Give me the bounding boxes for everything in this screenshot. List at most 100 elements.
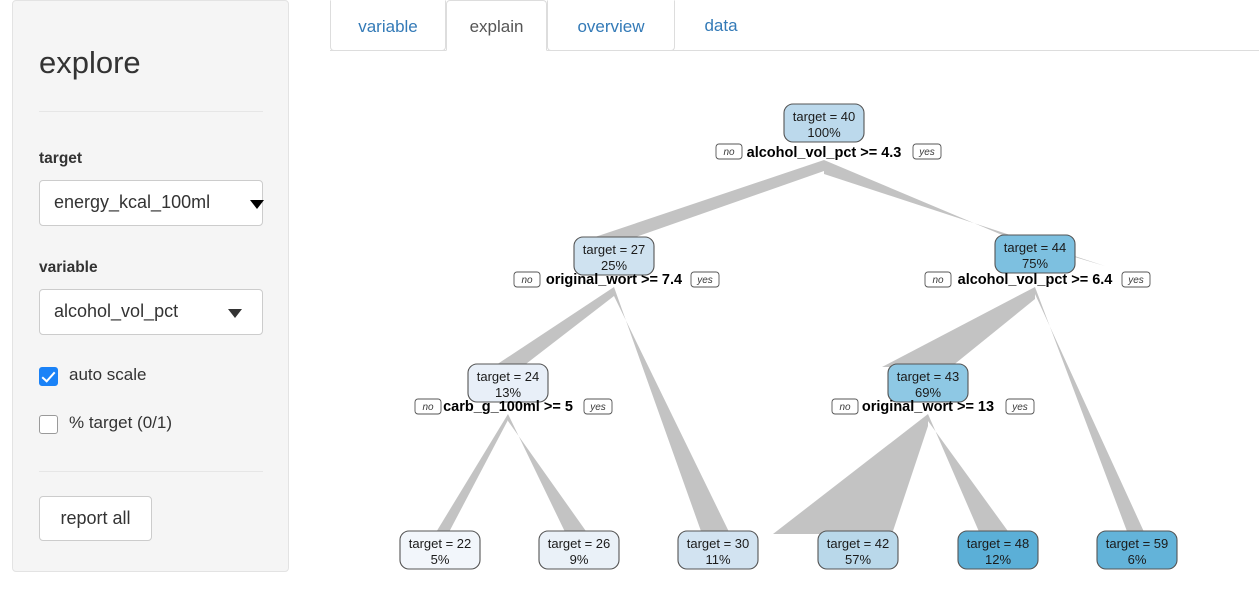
split-rule: original_wort >= 7.4 <box>546 272 682 288</box>
node-value: target = 43 <box>897 369 960 384</box>
no-badge-box <box>513 271 541 288</box>
report-all-button[interactable]: report all <box>39 496 152 541</box>
yes-badge-box <box>583 398 613 415</box>
no-badge-box <box>831 398 859 415</box>
node-pct: 75% <box>1022 256 1048 271</box>
pct-target-label: % target (0/1) <box>69 413 172 432</box>
tab-bar-underline <box>330 50 1259 51</box>
node-value: target = 44 <box>1004 240 1067 255</box>
node-value: target = 26 <box>548 536 611 551</box>
tree-svg: target = 40 100% no alcohol_vol_pct >= 4… <box>399 103 1178 570</box>
node-value: target = 59 <box>1106 536 1169 551</box>
decision-tree-plot: target = 40 100% no alcohol_vol_pct >= 4… <box>330 51 1259 592</box>
node-box <box>677 530 759 570</box>
node-box <box>538 530 620 570</box>
no-badge-box <box>414 398 442 415</box>
split-rule: alcohol_vol_pct >= 4.3 <box>747 145 902 161</box>
edge-root-to-n2 <box>586 160 824 240</box>
split-rule: original_wort >= 13 <box>862 399 994 415</box>
divider-top <box>39 111 263 112</box>
edge-n5-to-l4 <box>773 414 928 534</box>
yes-badge-label: yes <box>589 402 606 413</box>
tree-leaf-l2[interactable]: target = 26 9% <box>538 530 620 570</box>
node-pct: 6% <box>1128 552 1147 567</box>
node-pct: 25% <box>601 258 627 273</box>
yes-badge-label: yes <box>918 147 935 158</box>
node-pct: 13% <box>495 385 521 400</box>
yes-badge-box <box>1005 398 1035 415</box>
no-badge-label: no <box>723 147 735 158</box>
edge-n4-to-l1 <box>435 414 508 534</box>
tree-node-n4[interactable]: target = 24 13% no carb_g_100ml >= 5 yes <box>414 363 613 415</box>
explore-sidebar: explore target energy_kcal_100ml variabl… <box>12 0 289 572</box>
node-box <box>783 103 865 143</box>
tree-leaf-l6[interactable]: target = 59 6% <box>1096 530 1178 570</box>
variable-select[interactable]: alcohol_vol_pct <box>39 289 263 335</box>
tree-leaf-l5[interactable]: target = 48 12% <box>957 530 1039 570</box>
tree-leaf-l4[interactable]: target = 42 57% <box>817 530 899 570</box>
no-badge-label: no <box>422 402 434 413</box>
auto-scale-checkbox[interactable] <box>39 367 58 386</box>
node-pct: 9% <box>570 552 589 567</box>
yes-badge-label: yes <box>1011 402 1028 413</box>
tab-variable[interactable]: variable <box>330 0 446 51</box>
node-pct: 11% <box>705 552 730 567</box>
node-box <box>467 363 549 403</box>
no-badge-label: no <box>521 275 533 286</box>
node-value: target = 24 <box>477 369 540 384</box>
node-pct: 5% <box>431 552 450 567</box>
node-value: target = 22 <box>409 536 472 551</box>
node-box <box>1096 530 1178 570</box>
edge-n5-to-l5 <box>928 414 1010 534</box>
target-select[interactable]: energy_kcal_100ml <box>39 180 264 226</box>
tree-node-n2[interactable]: target = 27 25% no original_wort >= 7.4 … <box>513 236 720 288</box>
node-box <box>399 530 481 570</box>
tree-leaf-l3[interactable]: target = 30 11% <box>677 530 759 570</box>
tab-overview[interactable]: overview <box>547 0 675 51</box>
split-rule: carb_g_100ml >= 5 <box>443 399 573 415</box>
tree-node-root[interactable]: target = 40 100% no alcohol_vol_pct >= 4… <box>715 103 942 161</box>
tab-explain[interactable]: explain <box>446 0 547 51</box>
yes-badge-label: yes <box>1127 275 1144 286</box>
node-pct: 69% <box>915 385 941 400</box>
tree-edges <box>435 160 1145 534</box>
auto-scale-label: auto scale <box>69 365 147 384</box>
node-value: target = 40 <box>793 109 856 124</box>
target-select-value: energy_kcal_100ml <box>54 192 211 212</box>
yes-badge-box <box>690 271 720 288</box>
chevron-down-icon <box>250 200 264 209</box>
node-pct: 57% <box>845 552 871 567</box>
variable-label: variable <box>39 259 98 276</box>
node-value: target = 27 <box>583 242 646 257</box>
tree-node-n5[interactable]: target = 43 69% no original_wort >= 13 y… <box>831 363 1035 415</box>
node-pct: 12% <box>985 552 1011 567</box>
yes-badge-label: yes <box>696 275 713 286</box>
edge-n4-to-l2 <box>508 414 588 534</box>
no-badge-label: no <box>932 275 944 286</box>
node-box <box>994 234 1076 274</box>
no-badge-box <box>924 271 952 288</box>
divider-bottom <box>39 471 263 472</box>
node-box <box>957 530 1039 570</box>
node-box <box>887 363 969 403</box>
edge-n2-to-l3 <box>614 287 730 534</box>
node-value: target = 42 <box>827 536 890 551</box>
node-box <box>817 530 899 570</box>
edge-n2-to-n4 <box>493 287 614 367</box>
node-pct: 100% <box>807 125 841 140</box>
target-label: target <box>39 150 83 167</box>
node-box <box>573 236 655 276</box>
pct-target-checkbox[interactable] <box>39 415 58 434</box>
split-rule: alcohol_vol_pct >= 6.4 <box>958 272 1113 288</box>
no-badge-label: no <box>839 402 851 413</box>
node-value: target = 30 <box>687 536 750 551</box>
no-badge-box <box>715 143 743 160</box>
tree-node-n3[interactable]: target = 44 75% no alcohol_vol_pct >= 6.… <box>924 234 1151 288</box>
tab-bar: variable explain overview data <box>330 0 1259 51</box>
yes-badge-box <box>912 143 942 160</box>
tree-leaf-l1[interactable]: target = 22 5% <box>399 530 481 570</box>
edge-n3-to-n5 <box>882 287 1035 367</box>
yes-badge-box <box>1121 271 1151 288</box>
tab-data[interactable]: data <box>704 16 738 35</box>
